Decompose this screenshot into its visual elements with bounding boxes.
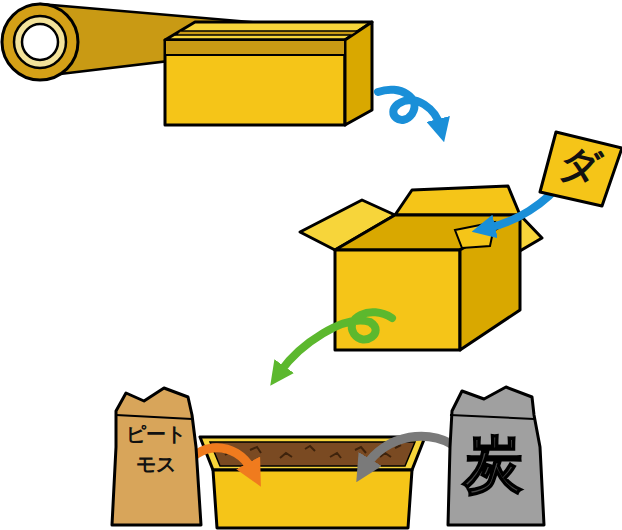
- closed-box: [165, 22, 372, 125]
- tape-band: [165, 40, 345, 55]
- step-arrow: [378, 90, 440, 126]
- box-flap-back: [395, 186, 520, 215]
- box-top: [165, 22, 372, 40]
- step-arrow: [280, 312, 392, 372]
- node-label: ピート モス: [120, 419, 192, 479]
- box-side: [345, 22, 372, 125]
- peat-moss-bag: ピート モス: [108, 385, 204, 527]
- box-front: [165, 40, 345, 125]
- tape-on-box: [176, 31, 358, 35]
- node-label: 炭: [440, 429, 546, 499]
- tape-roll-core: [14, 16, 66, 68]
- tray-front: [213, 470, 412, 528]
- charcoal-bag: 炭: [440, 385, 546, 527]
- tape-roll-outer: [2, 4, 78, 80]
- pour-arrow: [366, 436, 462, 466]
- cardboard-piece: ダ: [538, 128, 622, 208]
- tape-roll-hole: [22, 24, 58, 60]
